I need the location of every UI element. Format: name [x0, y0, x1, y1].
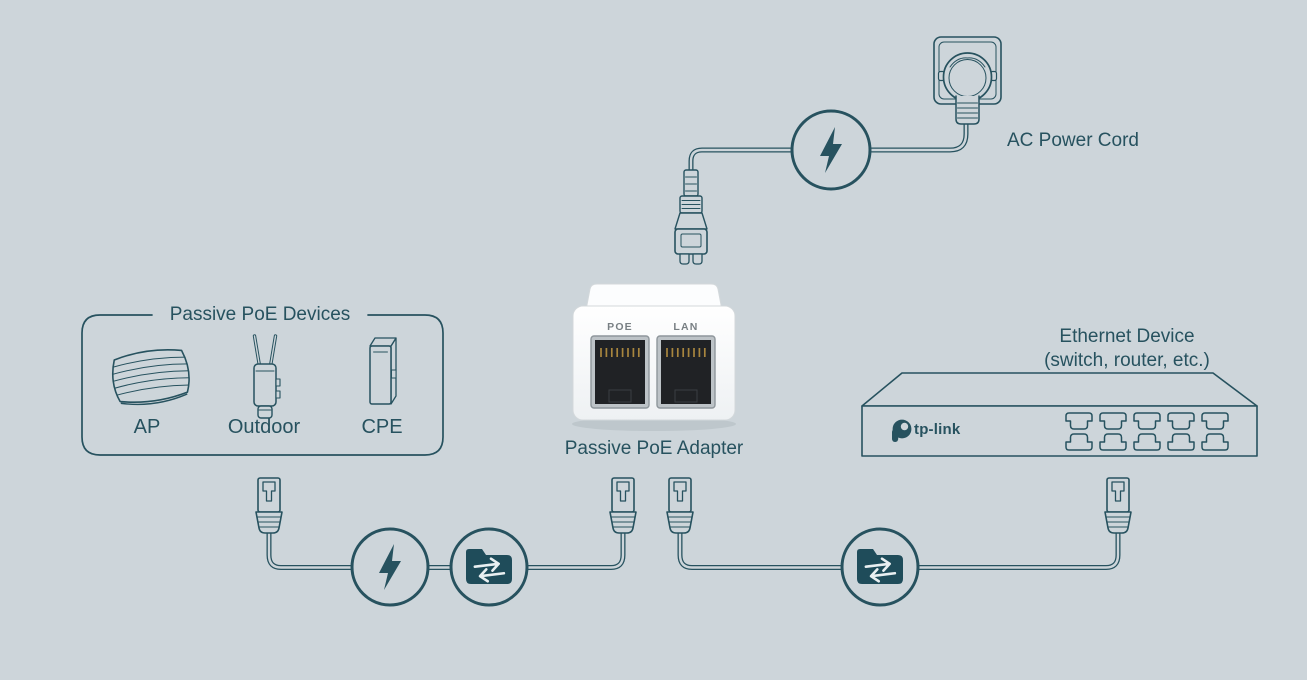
data-badge-left — [449, 527, 529, 607]
rj45-connector-poe — [609, 477, 637, 534]
adapter-top-cap — [585, 283, 723, 311]
devices-box-title: Passive PoE Devices — [169, 304, 351, 325]
power-plug — [942, 52, 993, 102]
cpe-device-illustration — [369, 337, 397, 405]
data-badge-right — [840, 527, 920, 607]
tp-link-brand-text: tp-link — [914, 421, 961, 438]
ap-device-label: AP — [133, 416, 161, 438]
poe-port — [590, 335, 650, 409]
lan-port — [656, 335, 716, 409]
devices-box-border — [81, 314, 444, 456]
tp-link-logo-glyph — [892, 419, 912, 442]
poe-adapter-device — [572, 283, 736, 431]
power-badge-bottom — [350, 527, 430, 607]
adapter-label: Passive PoE Adapter — [564, 438, 744, 459]
ethernet-device-label-line1: Ethernet Device — [1059, 326, 1195, 347]
ethernet-device-label-line2: (switch, router, etc.) — [1044, 350, 1210, 371]
power-badge-top — [790, 109, 872, 191]
rj45-connector-devices — [255, 477, 283, 534]
ap-device-illustration — [109, 349, 192, 406]
poe-port-label: POE — [607, 321, 633, 333]
ethernet-cable-left — [266, 521, 626, 570]
dc-power-connector — [674, 169, 708, 265]
cpe-device-label: CPE — [361, 416, 403, 438]
rj45-connector-lan — [666, 477, 694, 534]
wall-outlet — [933, 36, 1002, 125]
outdoor-device-label: Outdoor — [227, 416, 301, 438]
rj45-connector-switch — [1104, 477, 1132, 534]
lan-port-label: LAN — [673, 321, 699, 333]
ac-power-cord-label: AC Power Cord — [1007, 130, 1139, 151]
outdoor-device-illustration — [252, 334, 281, 419]
plug-neck — [955, 95, 980, 125]
ethernet-switch-illustration — [861, 372, 1258, 457]
